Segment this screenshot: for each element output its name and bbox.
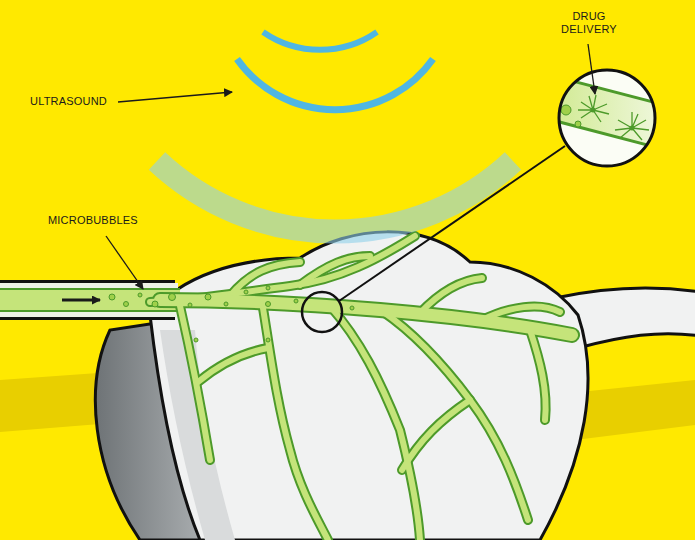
bubble	[194, 338, 198, 342]
background-shadow	[575, 380, 695, 440]
bubble	[152, 301, 158, 307]
bubble	[109, 294, 115, 300]
focus-circle	[302, 292, 342, 332]
drug-particle	[630, 126, 635, 131]
bubble	[350, 306, 354, 310]
magnifier	[559, 70, 655, 166]
coronary-vessels	[150, 236, 572, 540]
vessel	[300, 256, 370, 285]
vessel	[150, 236, 415, 302]
bubble	[266, 338, 270, 342]
ultrasound-wave	[157, 161, 513, 231]
vessel	[420, 278, 482, 313]
leader-line	[118, 92, 232, 102]
vessel	[530, 330, 546, 420]
bubble	[224, 302, 228, 306]
vessel	[262, 302, 328, 540]
vessel	[150, 236, 415, 302]
heart-outline	[150, 232, 588, 540]
vessel	[160, 300, 572, 335]
callout-label: DRUG DELIVERY	[558, 10, 620, 35]
vessel	[402, 400, 470, 470]
vessel	[382, 311, 528, 520]
coronary-vessels	[150, 236, 572, 540]
vessel	[198, 348, 268, 382]
magnify-leader	[339, 146, 565, 301]
vessel	[330, 306, 420, 540]
drug-burst	[578, 95, 649, 140]
bubble	[294, 299, 298, 303]
leader-line	[106, 236, 143, 289]
vessel	[262, 302, 328, 540]
drug-burst	[615, 112, 649, 140]
bubble	[575, 121, 581, 127]
leader-line	[588, 44, 595, 94]
ultrasound-wave	[263, 32, 377, 50]
flow-arrow	[62, 299, 100, 302]
vessel	[180, 306, 210, 460]
drug-particle	[591, 108, 596, 113]
vessel	[300, 256, 370, 285]
vessel	[330, 306, 420, 540]
ultrasound-wave	[237, 59, 433, 110]
bubble	[188, 303, 192, 307]
bubble	[266, 286, 270, 290]
bubble	[124, 302, 129, 307]
bubble	[205, 294, 211, 300]
vessel	[160, 300, 572, 335]
vessel	[198, 348, 268, 382]
bubble	[138, 293, 142, 297]
vessel	[420, 278, 482, 313]
bubble	[266, 302, 271, 307]
vessel	[230, 262, 300, 296]
bubble	[244, 290, 248, 294]
drug-burst	[578, 95, 609, 122]
bubble	[561, 105, 571, 115]
vessel	[530, 330, 546, 420]
vessel	[402, 400, 470, 470]
bubble	[169, 294, 176, 301]
callout-label: ULTRASOUND	[30, 95, 107, 108]
callout-label: MICROBUBBLES	[48, 214, 138, 227]
vessel	[382, 311, 528, 520]
vessel	[180, 306, 210, 460]
microbubbles	[109, 286, 354, 342]
